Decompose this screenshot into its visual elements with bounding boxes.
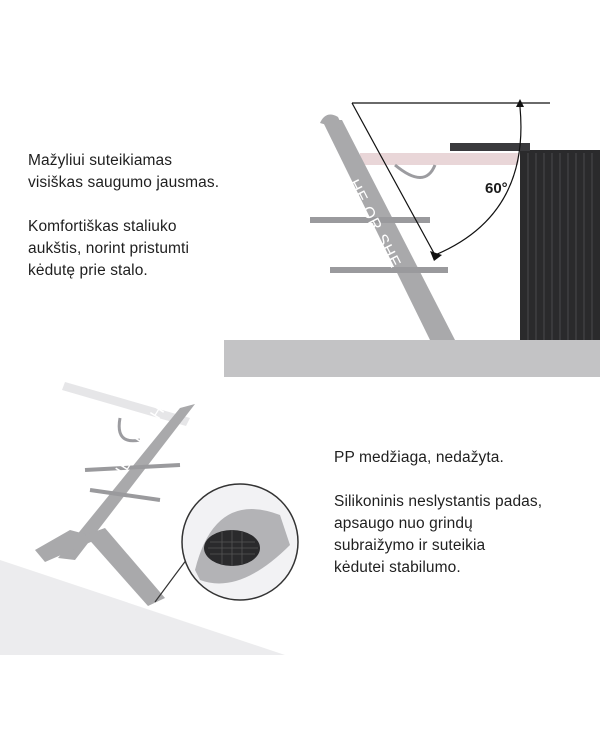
chair-tray — [360, 153, 520, 165]
chair-at-table-illustration: HE OR SHE 60° — [220, 95, 600, 380]
text-line: Komfortiškas staliuko — [28, 218, 177, 235]
chair-at-table-svg: HE OR SHE 60° — [224, 99, 600, 377]
material-paragraph: PP medžiaga, nedažyta. — [334, 447, 584, 469]
pad-texture — [208, 530, 258, 566]
chair-top-cap — [320, 114, 344, 130]
table-top — [450, 143, 530, 151]
text-line: apsaugo nuo grindų — [334, 515, 473, 532]
table-height-paragraph: Komfortiškas staliuko aukštis, norint pr… — [28, 216, 258, 282]
seat-rail — [310, 217, 430, 223]
text-line: Silikoninis neslystantis padas, — [334, 493, 543, 510]
text-line: Mažyliui suteikiamas — [28, 152, 173, 169]
arrow-head-up — [516, 99, 524, 107]
bottom-description: PP medžiaga, nedažyta. Silikoninis nesly… — [334, 447, 584, 579]
chair-pad-illustration: HE OR SHE — [0, 370, 320, 670]
zoom-pointer — [154, 554, 191, 603]
text-line: kėdutę prie stalo. — [28, 262, 148, 279]
chair-tray — [62, 382, 190, 426]
text-line: subraižymo ir suteikia — [334, 537, 486, 554]
angle-label: 60° — [485, 180, 508, 197]
foot-rail — [89, 488, 161, 502]
angle-guide — [351, 102, 550, 256]
table-base — [520, 150, 600, 340]
chair-base-leg — [85, 528, 165, 606]
chair-back-rail — [322, 120, 455, 340]
arrow-head-down — [430, 251, 442, 261]
text-line: aukštis, norint pristumti — [28, 240, 189, 257]
tray-bracket — [394, 163, 437, 179]
foot-rail — [330, 267, 448, 273]
chair-back-rail — [58, 404, 195, 560]
floor-wedge — [0, 560, 285, 655]
chair-pad-svg: HE OR SHE — [0, 382, 299, 655]
seat-rail — [84, 463, 181, 472]
pad-paragraph: Silikoninis neslystantis padas, apsaugo … — [334, 491, 584, 579]
tray-bracket — [117, 417, 141, 443]
chair-front-leg — [35, 530, 100, 562]
text-line: visiškas saugumo jausmas. — [28, 174, 220, 191]
top-description: Mažyliui suteikiamas visiškas saugumo ja… — [28, 150, 258, 282]
text-line: PP medžiaga, nedažyta. — [334, 449, 504, 466]
floor-slab — [224, 340, 600, 377]
safety-paragraph: Mažyliui suteikiamas visiškas saugumo ja… — [28, 150, 258, 194]
text-line: kėdutei stabilumo. — [334, 559, 461, 576]
